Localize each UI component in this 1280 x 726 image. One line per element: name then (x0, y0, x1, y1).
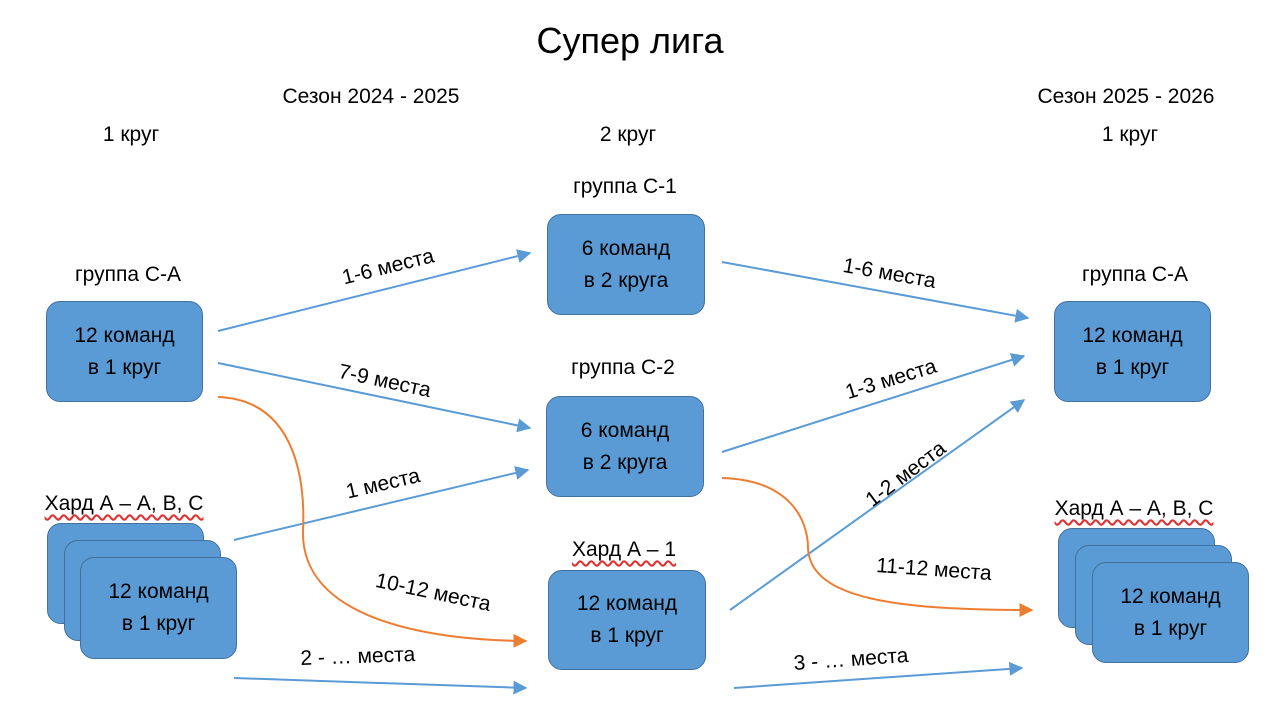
arrow-ca-to-c2 (217, 362, 532, 433)
group-c1-label: группа С-1 (573, 175, 677, 198)
box-line: 12 команд (576, 592, 678, 615)
arrow-hard-to-next (233, 677, 528, 695)
box-line: 6 команд (581, 236, 671, 260)
page-title: Супер лига (536, 20, 724, 61)
arrow-hard1-to-hard (733, 661, 1024, 689)
arrow-hard-to-c2 (233, 466, 530, 541)
group-ca-left-label: группа С-А (74, 263, 182, 286)
box-line: в 1 круг (121, 612, 196, 635)
round-right-label: 1 круг (1101, 123, 1159, 146)
box-line: в 1 круг (87, 355, 162, 379)
box-line: в 1 круг (590, 624, 664, 647)
group-hard1-label: Хард А – 1 (571, 538, 677, 561)
group-c2-label: группа С-2 (571, 356, 675, 379)
box-hard-left: 12 команд в 1 круг (80, 557, 237, 659)
round-middle-label: 2 круг (599, 123, 657, 146)
arrow-c2-to-hard (721, 477, 1034, 617)
box-ca-left: 12 команд в 1 круг (46, 301, 203, 402)
season-right-label: Сезон 2025 - 2026 (1037, 85, 1215, 108)
box-c1: 6 команд в 2 круга (547, 214, 705, 315)
box-line: в 1 круг (1133, 616, 1208, 640)
box-line: в 2 круга (582, 450, 668, 474)
arrow-ca-to-c1 (217, 249, 532, 332)
box-line: 6 команд (580, 418, 670, 442)
box-hard1: 12 команд в 1 круг (548, 570, 706, 670)
round-left-label: 1 круг (102, 123, 160, 146)
season-left-label: Сезон 2024 - 2025 (282, 85, 460, 108)
group-hard-left-label: Хард А – А, В, С (44, 492, 204, 515)
box-line: 12 команд (1082, 323, 1183, 347)
group-ca-right-label: группа С-А (1081, 263, 1189, 286)
box-line: в 1 круг (1095, 355, 1170, 379)
arrow-c2-to-ca (721, 353, 1026, 453)
box-ca-right: 12 команд в 1 круг (1054, 301, 1211, 402)
box-line: 12 команд (74, 323, 175, 347)
arrow-hard1-to-ca (729, 399, 1026, 611)
group-hard-right-label: Хард А – А, В, С (1054, 497, 1214, 520)
box-c2: 6 команд в 2 круга (546, 396, 704, 497)
box-hard-right: 12 команд в 1 круг (1092, 562, 1249, 663)
box-line: 12 команд (1120, 584, 1221, 608)
box-line: 12 команд (108, 580, 209, 603)
arrow-c1-to-ca (721, 261, 1030, 323)
arrow-ca-to-hard1 (217, 396, 528, 648)
arrow-label: 2 - … места (299, 642, 416, 670)
box-line: в 2 круга (583, 268, 669, 292)
